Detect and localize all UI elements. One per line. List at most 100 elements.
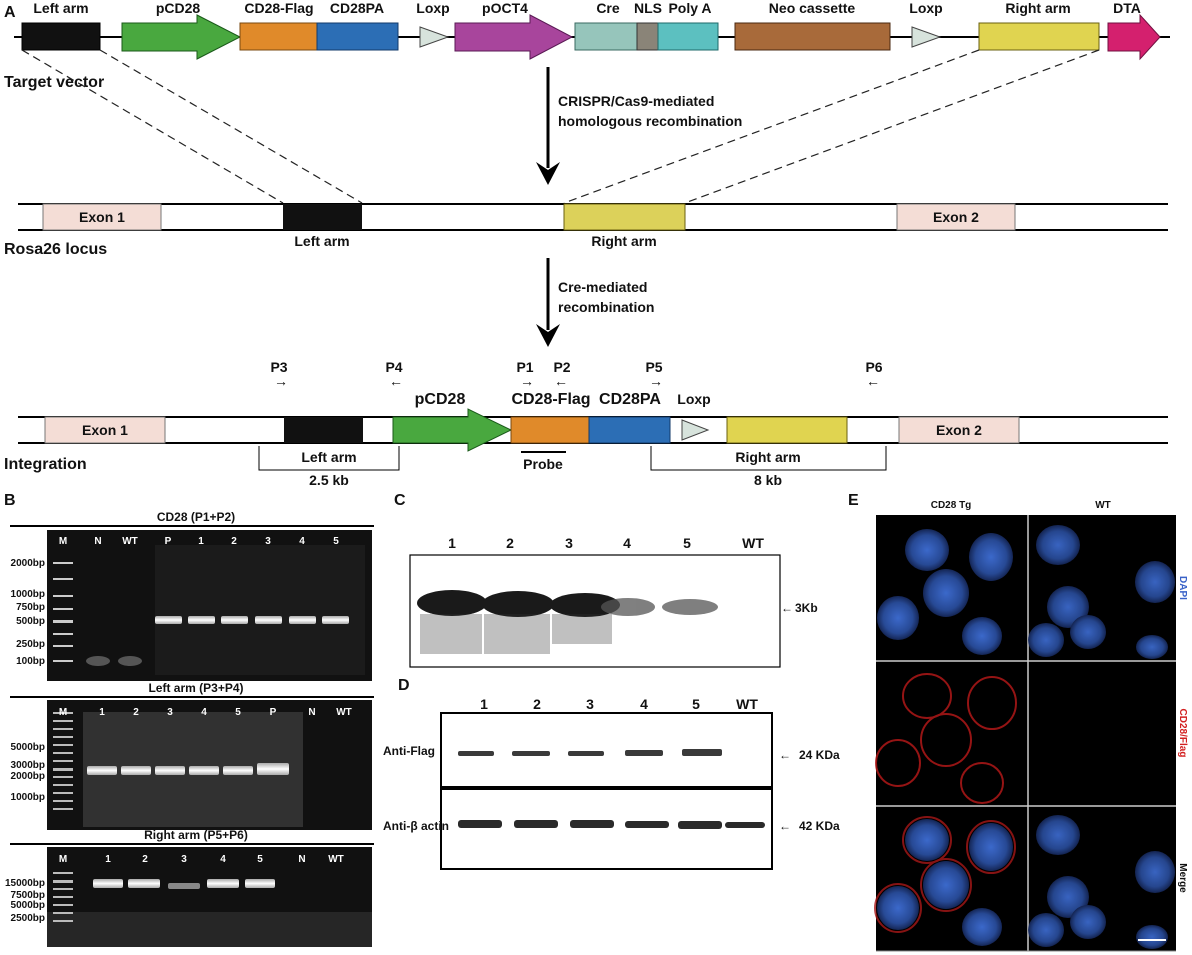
rosa-right-arm — [563, 203, 686, 231]
int-loxp-label: Loxp — [677, 391, 710, 407]
tv-label-loxp2: Loxp — [909, 0, 942, 16]
gel3-ladder-5000: 5000bp — [11, 900, 45, 911]
tv-loxp1 — [419, 26, 450, 48]
scale-bar — [1138, 939, 1166, 941]
tv-label-cre: Cre — [596, 0, 620, 16]
tv-neo — [734, 22, 891, 51]
gel1-lane-5: 5 — [333, 536, 339, 547]
tv-cre — [574, 22, 638, 51]
gel2-lane-1: 1 — [99, 707, 105, 718]
western-lane-3: 3 — [586, 696, 594, 712]
gel3-ladder-15000: 15000bp — [5, 878, 45, 889]
tv-label-poct4: pOCT4 — [482, 0, 528, 16]
gel1-ladder-1000: 1000bp — [11, 589, 45, 600]
gel1-lane-1: 1 — [198, 536, 204, 547]
gel3-ladder-2500: 2500bp — [11, 913, 45, 924]
micro-row-merge: Merge — [1177, 863, 1188, 893]
primers: P3 → P4 ← P1 → P2 ← P5 → P6 ← — [270, 359, 882, 389]
western-lane-2: 2 — [533, 696, 541, 712]
step2-line1: Cre-mediated — [558, 279, 647, 295]
gel2-ladder-5000: 5000bp — [11, 742, 45, 753]
primer-p4: P4 — [385, 359, 402, 375]
tv-label-dta: DTA — [1113, 0, 1141, 16]
tv-label-right-arm: Right arm — [1005, 0, 1070, 16]
int-right-arm-label: Right arm — [735, 449, 800, 465]
int-cd28pa — [588, 416, 671, 444]
southern-lane-wt: WT — [742, 535, 764, 551]
primer-p5: P5 — [645, 359, 662, 375]
primer-p3-arrow: → — [274, 373, 288, 389]
int-loxp — [681, 419, 710, 441]
gel3-lane-3: 3 — [181, 854, 187, 865]
primer-p3: P3 — [270, 359, 287, 375]
gel3-title: Right arm (P5+P6) — [144, 828, 248, 842]
micro-col2-label: WT — [1095, 500, 1111, 511]
panel-c-letter: C — [394, 492, 406, 509]
western-row2-size: 42 KDa — [799, 819, 840, 833]
southern-marker-arrow: ← — [781, 601, 793, 615]
tv-label-polya: Poly A — [668, 0, 711, 16]
micro-col1-label: CD28 Tg — [931, 500, 972, 511]
target-vector — [14, 13, 1170, 61]
tv-cd28pa — [316, 22, 399, 51]
tv-label-cd28pa: CD28PA — [330, 0, 384, 16]
rosa-title: Rosa26 locus — [4, 241, 107, 258]
southern-lane-5: 5 — [683, 535, 691, 551]
crossover-lines — [21, 49, 1100, 204]
gel2-lane-3: 3 — [167, 707, 173, 718]
primer-p4-arrow: ← — [389, 373, 403, 389]
panel-a-letter: A — [4, 4, 16, 21]
gel2-ladder-1000: 1000bp — [11, 792, 45, 803]
southern-marker: 3Kb — [795, 601, 818, 615]
int-pcd28-label: pCD28 — [415, 391, 466, 408]
primer-p2: P2 — [553, 359, 570, 375]
primer-p6: P6 — [865, 359, 882, 375]
tv-label-loxp1: Loxp — [416, 0, 449, 16]
rosa-locus — [18, 203, 1168, 231]
western-row1-size: 24 KDa — [799, 748, 840, 762]
int-right-size: 8 kb — [754, 472, 782, 488]
gel2-ladder-3000: 3000bp — [11, 760, 45, 771]
int-left-arm — [284, 417, 363, 443]
tv-dta — [1107, 13, 1161, 61]
primer-p2-arrow: ← — [554, 373, 568, 389]
panel-b-letter: B — [4, 492, 16, 509]
step1-line2: homologous recombination — [558, 113, 742, 129]
panel-d-letter: D — [398, 677, 410, 694]
int-cd28flag-label: CD28-Flag — [511, 391, 590, 408]
western-row2-label: Anti-β actin — [383, 819, 449, 833]
gel1-ladder-500: 500bp — [16, 616, 45, 627]
southern-lane-2: 2 — [506, 535, 514, 551]
int-left-arm-label: Left arm — [301, 449, 356, 465]
gel2-lane-wt: WT — [336, 707, 352, 718]
size-brackets — [258, 446, 887, 471]
tv-polya — [657, 22, 719, 51]
step1-arrow — [536, 67, 560, 185]
gel3-lane-m: M — [59, 854, 67, 865]
gel2-lane-5: 5 — [235, 707, 241, 718]
gel1-lane-p: P — [165, 536, 172, 547]
tv-poct4 — [454, 14, 574, 60]
primer-p1-arrow: → — [520, 373, 534, 389]
tv-left-arm — [21, 22, 101, 51]
integration-locus — [18, 408, 1168, 452]
gel2-lane-m: M — [59, 707, 67, 718]
int-cd28-flag — [510, 416, 590, 444]
tv-right-arm — [978, 22, 1100, 51]
int-title: Integration — [4, 456, 87, 473]
gel3: Right arm (P5+P6) M 1 2 3 4 5 N WT 15000 — [5, 828, 374, 947]
step2-line2: recombination — [558, 299, 654, 315]
western-lane-5: 5 — [692, 696, 700, 712]
int-pcd28 — [392, 408, 513, 452]
tv-label-left-arm: Left arm — [33, 0, 88, 16]
gel1-lane-4: 4 — [299, 536, 305, 547]
gel3-lane-5: 5 — [257, 854, 263, 865]
tv-label-cd28-flag: CD28-Flag — [244, 0, 313, 16]
gel1-lane-3: 3 — [265, 536, 271, 547]
gel3-lane-1: 1 — [105, 854, 111, 865]
primer-p1: P1 — [516, 359, 533, 375]
gel2-lane-4: 4 — [201, 707, 207, 718]
rosa-exon2 — [896, 203, 1016, 231]
tv-label-neo: Neo cassette — [769, 0, 856, 16]
